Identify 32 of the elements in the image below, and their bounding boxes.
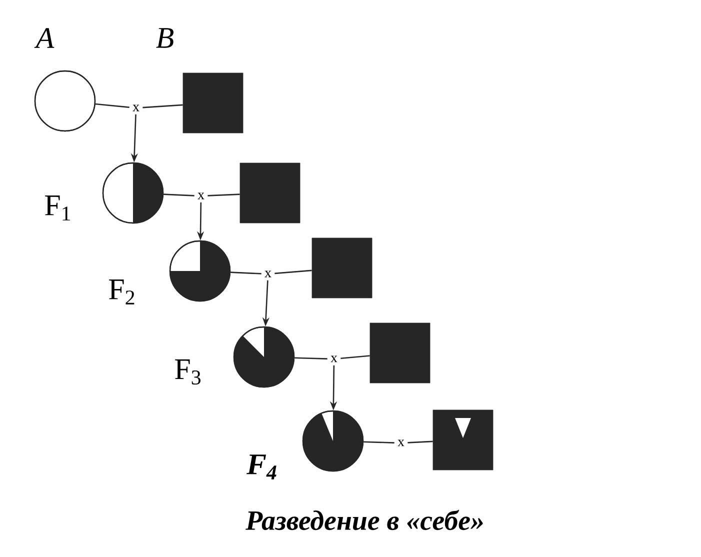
connector: [164, 194, 194, 196]
female-circle: [34, 70, 96, 132]
female-circle: [102, 162, 164, 224]
cross-sign: x: [198, 192, 204, 200]
connector: [208, 194, 240, 196]
female-circle: [169, 240, 231, 302]
connector: [95, 103, 130, 108]
generation-label: F$_{3}$: [175, 359, 200, 385]
connector: [408, 440, 433, 444]
connector: [142, 104, 183, 108]
connector: [340, 355, 370, 360]
connector: [364, 441, 394, 444]
connector: [230, 272, 262, 274]
generation-label: A: [34, 28, 54, 48]
male-square: [240, 162, 300, 224]
generation-label: B: [156, 28, 174, 48]
generation-label: F$_{4}$: [246, 454, 276, 480]
cross-sign: x: [264, 270, 272, 278]
caption: Разведение в «себе»: [246, 510, 483, 530]
cross-sign: x: [132, 104, 140, 112]
male-square: [182, 72, 244, 134]
male-square: [370, 322, 430, 384]
female-circle: [302, 410, 364, 472]
cross-sign: x: [330, 356, 338, 362]
generation-label: F$_{2}$: [109, 280, 134, 304]
male-square: [312, 238, 372, 298]
generation-label: F$_{1}$: [45, 196, 70, 220]
female-circle: [233, 326, 295, 388]
cross-sign: x: [398, 440, 404, 446]
male-square: [432, 410, 494, 470]
connector: [294, 357, 328, 360]
connector: [274, 270, 312, 274]
